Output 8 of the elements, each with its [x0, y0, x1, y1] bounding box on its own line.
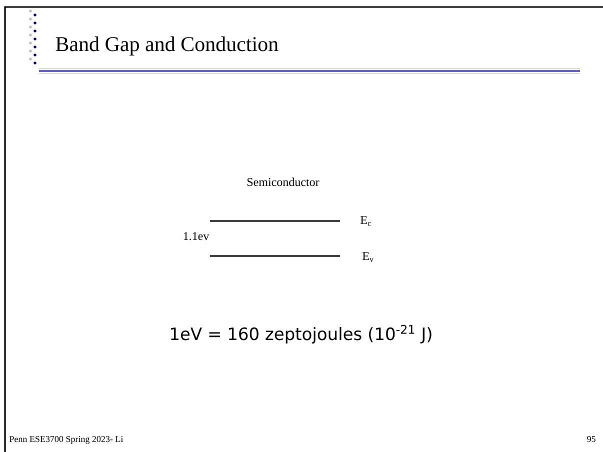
- equation-text: 1eV = 160 zeptojoules (10$^{-21}$ J): [171, 324, 432, 344]
- label: Semiconductor: [247, 178, 320, 186]
- band-label: E$_{v}$: [362, 252, 374, 262]
- page-number: 95: [587, 436, 596, 442]
- gap-label: 1.1ev: [184, 232, 210, 240]
- slide-title: Band Gap and Conduction: [56, 36, 278, 56]
- band-label: E$_{c}$: [360, 216, 371, 226]
- footer-text: Penn ESE3700 Spring 2023- Li: [9, 436, 124, 444]
